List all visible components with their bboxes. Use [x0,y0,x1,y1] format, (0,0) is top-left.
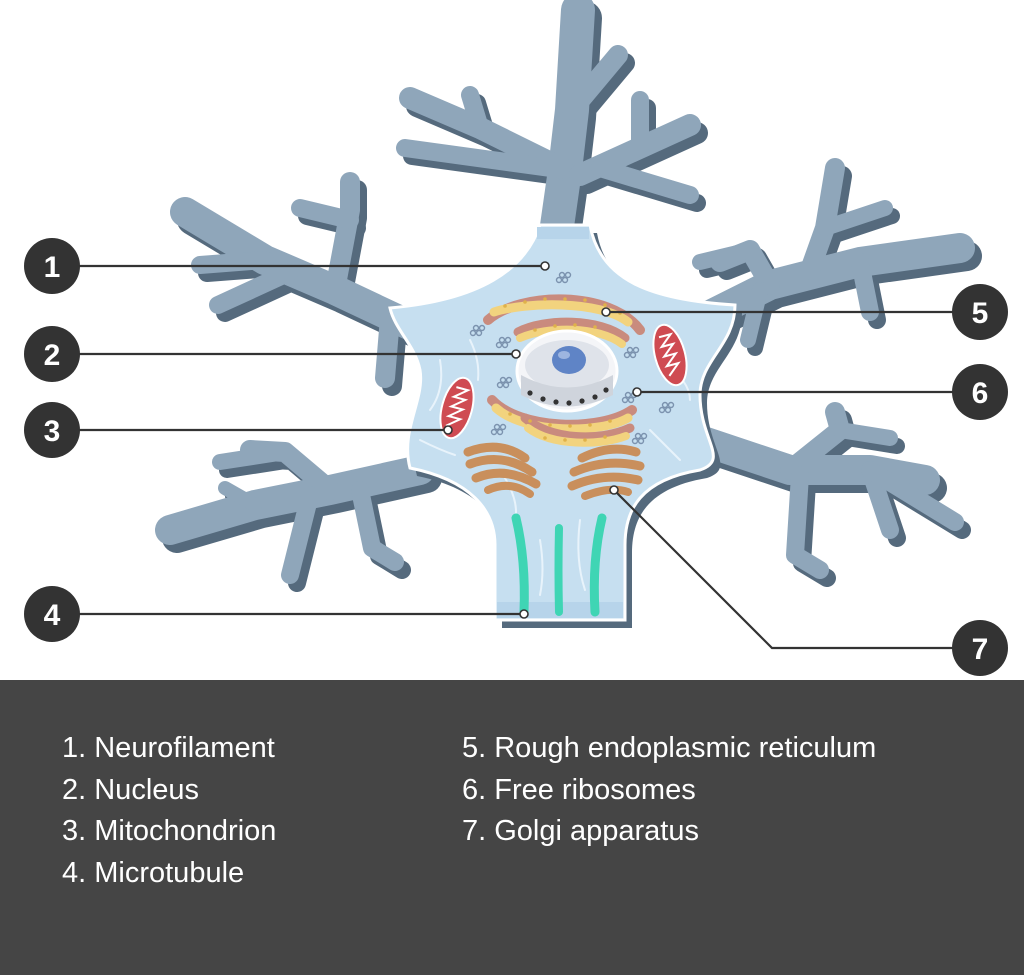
legend-item-nucleus: 2. Nucleus [62,773,200,806]
legend-item-golgi-apparatus: 7. Golgi apparatus [462,815,699,847]
marker-7: 7 [952,620,1008,676]
marker-6-label: 6 [972,377,989,410]
free-ribosomes [469,271,675,445]
mitochondrion-right [652,323,688,387]
marker-4-label: 4 [44,599,61,632]
legend-item-mitochondrion: 3. Mitochondrion [62,815,277,847]
marker-1: 1 [24,238,80,294]
legend-column-right: 5. Rough endoplasmic reticulum 6. Free r… [462,728,876,853]
marker-3: 3 [24,402,80,458]
marker-4: 4 [24,586,80,642]
rough-er-bottom [487,395,637,447]
neuron-diagram: 1 2 3 4 5 6 7 [24,0,1008,676]
nucleus [515,329,619,413]
microtubules [511,513,607,617]
legend-column-left: 1. Neurofilament 2. Nucleus 3. Mitochond… [62,728,276,894]
marker-7-label: 7 [972,633,989,666]
marker-1-label: 1 [44,251,61,284]
leader-endpoints [443,261,642,619]
neuron-illustration: 1 2 3 4 5 6 7 [24,0,1008,676]
golgi-left [463,442,541,498]
marker-2: 2 [24,326,80,382]
marker-2-label: 2 [44,339,61,372]
legend-panel: 1. Neurofilament 2. Nucleus 3. Mitochond… [0,680,1024,975]
legend-item-microtubule: 4. Microtubule [62,856,245,889]
nucleolus [552,346,586,374]
marker-6: 6 [952,364,1008,420]
top-band [537,227,589,239]
leader-line-7 [613,489,980,650]
legend-item-rough-er: 5. Rough endoplasmic reticulum [462,732,877,764]
leader-lines [52,264,980,650]
golgi-right [567,444,645,500]
legend-item-neurofilament: 1. Neurofilament [62,732,275,764]
mitochondrion-left [439,376,475,440]
marker-5-label: 5 [972,297,989,330]
marker-3-label: 3 [44,415,61,448]
legend-item-free-ribosomes: 6. Free ribosomes [462,773,696,806]
marker-5: 5 [952,284,1008,340]
